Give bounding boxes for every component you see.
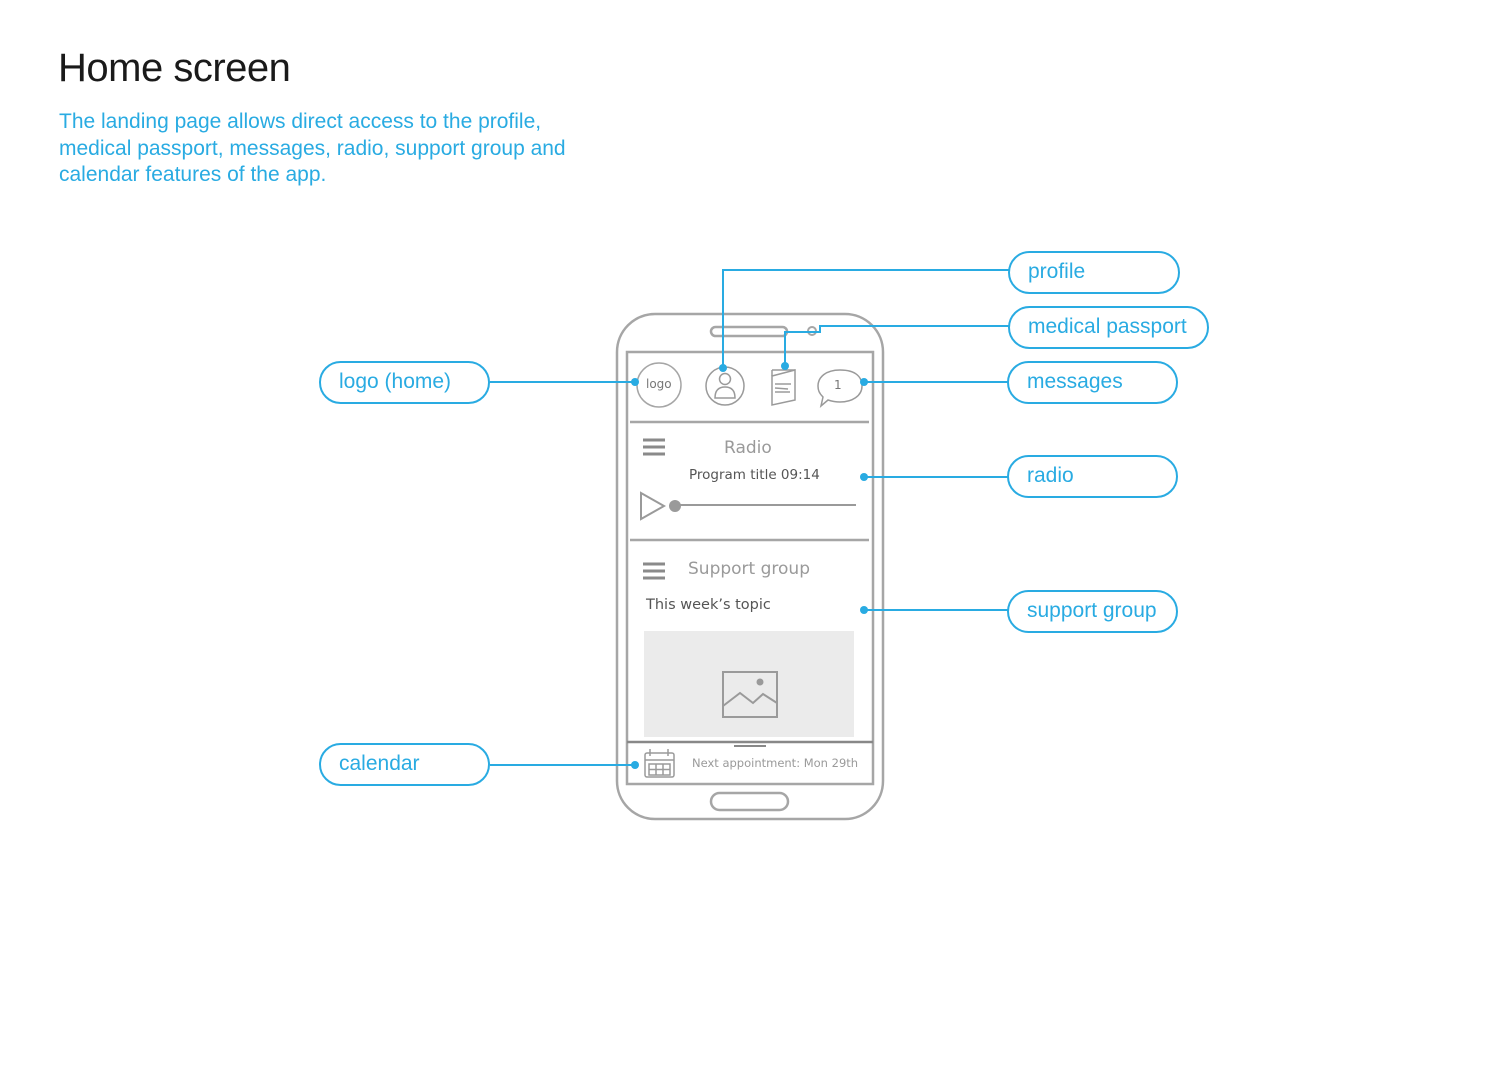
leader-lines <box>490 269 1010 766</box>
home-button <box>709 791 790 812</box>
image-placeholder <box>644 631 854 737</box>
callout-calendar: calendar <box>319 743 490 786</box>
callout-support-group: support group <box>1007 590 1178 633</box>
progress-knob <box>669 500 681 512</box>
program-title: Program title 09:14 <box>689 467 820 483</box>
page-description: The landing page allows direct access to… <box>59 110 566 186</box>
leader-dots <box>631 362 868 769</box>
message-count-badge: 1 <box>834 378 842 392</box>
play-icon[interactable] <box>640 491 667 521</box>
support-group-title: Support group <box>688 559 810 579</box>
hamburger-icon[interactable] <box>643 562 665 580</box>
radio-title: Radio <box>724 438 772 458</box>
callout-medical-passport: medical passport <box>1008 306 1209 349</box>
image-icon <box>722 671 778 718</box>
callout-logo-home: logo (home) <box>319 361 490 404</box>
callout-messages: messages <box>1007 361 1178 404</box>
user-icon[interactable] <box>705 366 745 406</box>
page-title: Home screen <box>58 46 291 90</box>
support-group-topic: This week’s topic <box>646 597 771 613</box>
callout-profile: profile <box>1008 251 1180 294</box>
next-appointment: Next appointment: Mon 29th <box>692 756 859 770</box>
hamburger-icon[interactable] <box>643 438 665 456</box>
callout-radio: radio <box>1007 455 1178 498</box>
calendar-icon[interactable] <box>644 749 675 778</box>
passport-icon[interactable] <box>771 369 796 406</box>
logo-label: logo <box>646 377 672 391</box>
radio-progress-bar[interactable] <box>669 500 856 512</box>
